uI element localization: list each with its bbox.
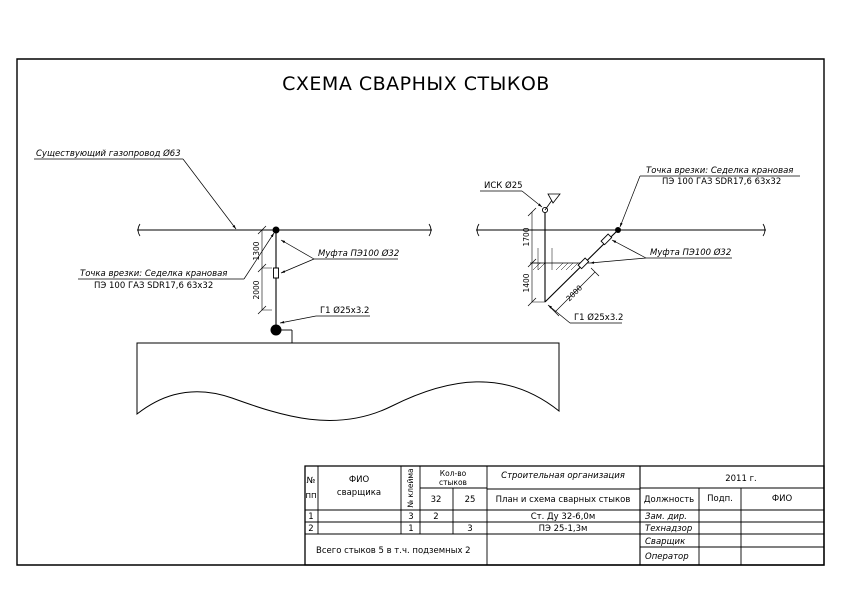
- title-block-text: № пп ФИО сварщика № клейма Кол-во стыков…: [305, 468, 792, 562]
- total-label: Всего стыков 5 в т.ч. подземных 2: [316, 546, 471, 556]
- col-fio-line1: ФИО: [349, 475, 370, 485]
- position-operator: Оператор: [645, 552, 689, 562]
- row1-material: Ст. Ду 32-6,0м: [531, 512, 595, 522]
- left-scheme: Существующий газопровод Ø63 1300 2000 То…: [34, 148, 559, 421]
- right-coupling-lower: [578, 258, 589, 269]
- col-num-line1: №: [307, 476, 316, 486]
- col-num-line2: пп: [305, 491, 316, 501]
- right-coupling-label: Муфта ПЭ100 Ø32: [650, 247, 731, 258]
- left-pipe-label: Г1 Ø25х3.2: [320, 305, 369, 316]
- drawing-title: СХЕМА СВАРНЫХ СТЫКОВ: [282, 73, 550, 95]
- pipe-break-left-end: [429, 224, 431, 236]
- right-tap-label-2: ПЭ 100 ГАЗ SDR17,6 63х32: [662, 177, 781, 187]
- col-d25: 25: [465, 495, 476, 505]
- hdr-fio: ФИО: [772, 494, 793, 504]
- row2-position: Технадзор: [645, 524, 692, 534]
- year-label: 2011 г.: [725, 474, 757, 484]
- row2-stamp: 1: [408, 524, 413, 534]
- left-tap-point: [272, 226, 280, 234]
- right-tap-label-1: Точка врезки: Седелка крановая: [646, 166, 793, 176]
- right-dim-lower: 1400: [522, 273, 531, 292]
- sheet-frame: [17, 59, 824, 565]
- pipe-break-left-start: [138, 224, 140, 236]
- org-label: Строительная организация: [501, 471, 625, 481]
- right-coupling-upper: [601, 234, 612, 245]
- position-welder: Сварщик: [645, 537, 686, 547]
- row2-material: ПЭ 25-1,3м: [539, 524, 588, 534]
- row1-d32: 2: [433, 512, 438, 522]
- hdr-sign: Подп.: [707, 494, 733, 504]
- col-joints-line1: Кол-во: [440, 469, 467, 478]
- right-valve-label: ИСК Ø25: [484, 180, 523, 191]
- col-joints-line2: стыков: [439, 478, 467, 487]
- flag-icon: [547, 193, 561, 204]
- row2-num: 2: [308, 524, 313, 534]
- right-tap-point: [615, 227, 621, 233]
- plan-label: План и схема сварных стыков: [496, 495, 631, 505]
- hdr-position: Должность: [644, 495, 694, 505]
- left-tap-label-1: Точка врезки: Седелка крановая: [80, 269, 227, 279]
- left-tap-label-2: ПЭ 100 ГАЗ SDR17,6 63х32: [94, 281, 213, 291]
- col-fio-line2: сварщика: [337, 488, 381, 498]
- right-dim-upper: 1700: [522, 227, 531, 246]
- left-coupling-label: Муфта ПЭ100 Ø32: [318, 248, 399, 259]
- col-stamp: № клейма: [406, 468, 415, 507]
- right-dim-diagonal: 2000: [564, 283, 584, 303]
- left-dim-upper: 1300: [252, 241, 261, 260]
- row2-d25: 3: [467, 524, 472, 534]
- existing-pipe-label: Существующий газопровод Ø63: [36, 148, 181, 159]
- row1-position: Зам. дир.: [645, 512, 687, 522]
- row1-stamp: 3: [408, 512, 413, 522]
- right-scheme: 1700 1400 2000 ИСК Ø25 Точка врезки: Сед…: [476, 166, 800, 323]
- left-dim-lower: 2000: [252, 280, 261, 299]
- title-block: [305, 466, 824, 565]
- building-outline: [137, 343, 559, 421]
- right-pipe-label: Г1 Ø25х3.2: [574, 312, 623, 323]
- col-d32: 32: [431, 495, 442, 505]
- left-coupling: [274, 268, 279, 278]
- row1-num: 1: [308, 512, 313, 522]
